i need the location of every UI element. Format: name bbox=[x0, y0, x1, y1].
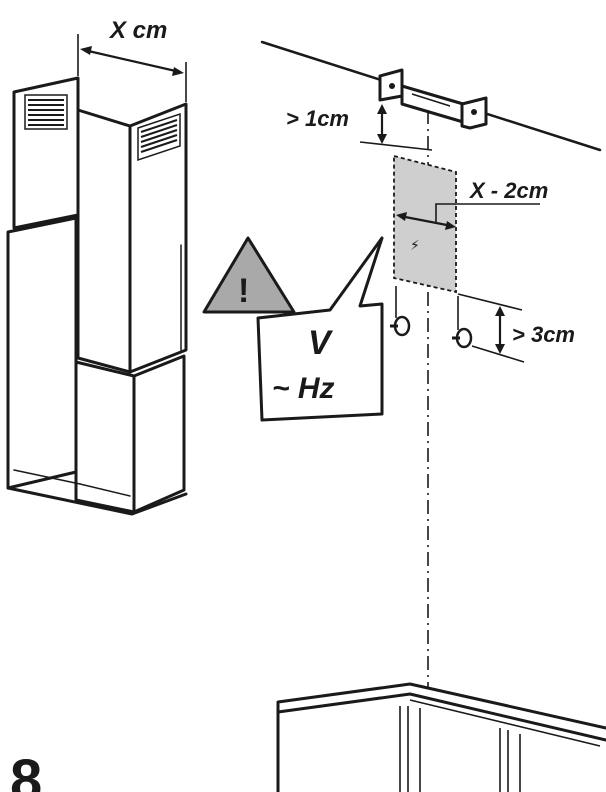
vent-grille-left bbox=[24, 94, 68, 130]
chimney-bottom-inner-edge bbox=[13, 469, 131, 497]
warning-callout: ! bbox=[202, 236, 384, 422]
chimney-width-dimension bbox=[77, 34, 187, 102]
screw-right bbox=[452, 296, 473, 349]
chimney-right-lower-panel bbox=[132, 354, 186, 514]
socket-area: ⚡ bbox=[393, 154, 457, 294]
warning-exclamation: ! bbox=[238, 272, 249, 310]
warning-triangle-icon bbox=[202, 236, 296, 314]
screw-gap-dimension bbox=[457, 293, 525, 363]
lightning-icon: ⚡ bbox=[410, 238, 420, 254]
vent-grille-right bbox=[137, 112, 181, 162]
socket-width-label: X - 2cm bbox=[468, 178, 548, 203]
socket-width-dimension bbox=[396, 203, 540, 230]
bracket-gap-dimension bbox=[359, 104, 433, 151]
screw-gap-label: > 3cm bbox=[512, 322, 575, 347]
frequency-label: ~ Hz bbox=[272, 372, 335, 405]
voltage-label: V bbox=[308, 324, 334, 362]
bracket-gap-label: > 1cm bbox=[286, 106, 349, 131]
chimney-assembly: X cm bbox=[6, 17, 188, 516]
chimney-bottom-edge bbox=[6, 486, 188, 516]
chimney-width-label: X cm bbox=[108, 17, 167, 44]
chimney-right-upper-panel bbox=[128, 102, 188, 374]
chimney-front-upper-panel bbox=[76, 108, 132, 374]
screw-left bbox=[390, 286, 411, 337]
chimney-left-lower-panel bbox=[6, 216, 78, 490]
speech-bubble bbox=[256, 236, 384, 422]
mounting-bracket bbox=[378, 68, 488, 130]
hood-body bbox=[276, 682, 606, 792]
figure-number: 8 bbox=[10, 748, 42, 792]
